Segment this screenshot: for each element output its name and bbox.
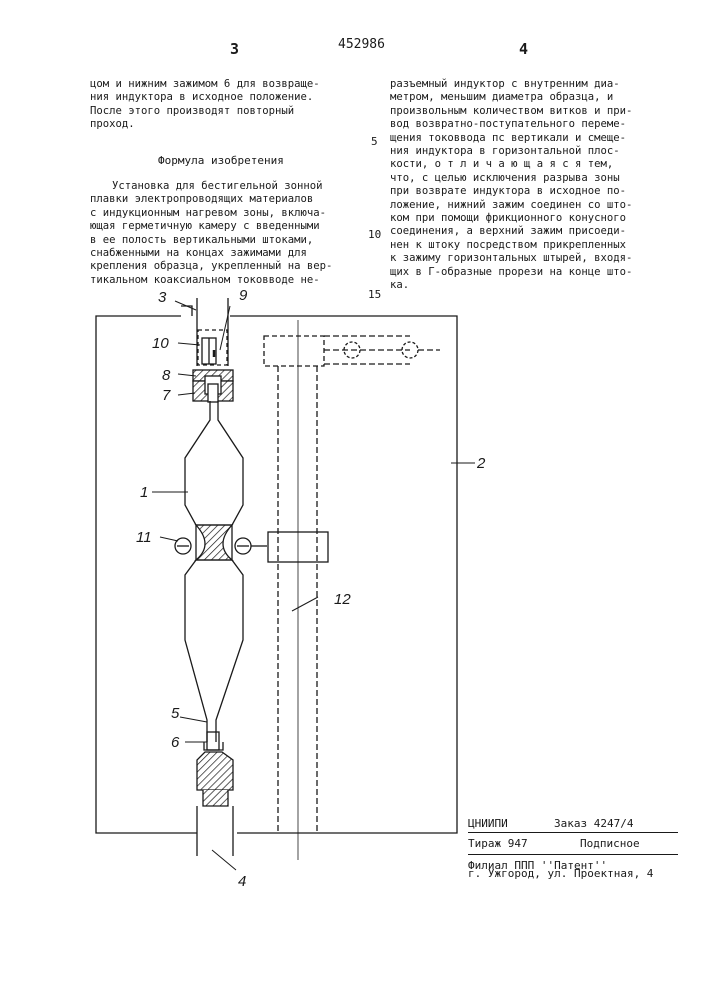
label-2: 2 (476, 455, 486, 472)
upper-clamp (198, 306, 230, 365)
sample-zone (185, 401, 243, 742)
lower-rod (197, 806, 236, 870)
chamber-wall-right (230, 316, 457, 833)
label-8: 8 (162, 367, 171, 384)
label-12: 12 (334, 591, 351, 608)
sample-holder-upper (193, 370, 233, 402)
label-5: 5 (171, 705, 180, 722)
label-7: 7 (162, 387, 171, 404)
lower-clamp (197, 732, 233, 806)
upper-rod (181, 298, 228, 366)
imprint-org: ЦНИИПИ (468, 817, 508, 830)
imprint-circulation: Тираж 947 (468, 837, 528, 850)
leader-lines (152, 301, 475, 742)
imprint-subscription: Подписное (580, 836, 640, 853)
label-6: 6 (171, 734, 180, 751)
label-4: 4 (238, 873, 246, 890)
label-10: 10 (152, 335, 169, 352)
current-lead (264, 320, 440, 860)
chamber-wall (96, 316, 197, 833)
label-9: 9 (239, 287, 248, 304)
label-11: 11 (136, 529, 152, 546)
imprint-order: Заказ 4247/4 (554, 816, 633, 833)
label-1: 1 (140, 484, 148, 501)
imprint-address: г. Ужгород, ул. Проектная, 4 (468, 866, 653, 883)
label-3: 3 (158, 289, 167, 306)
